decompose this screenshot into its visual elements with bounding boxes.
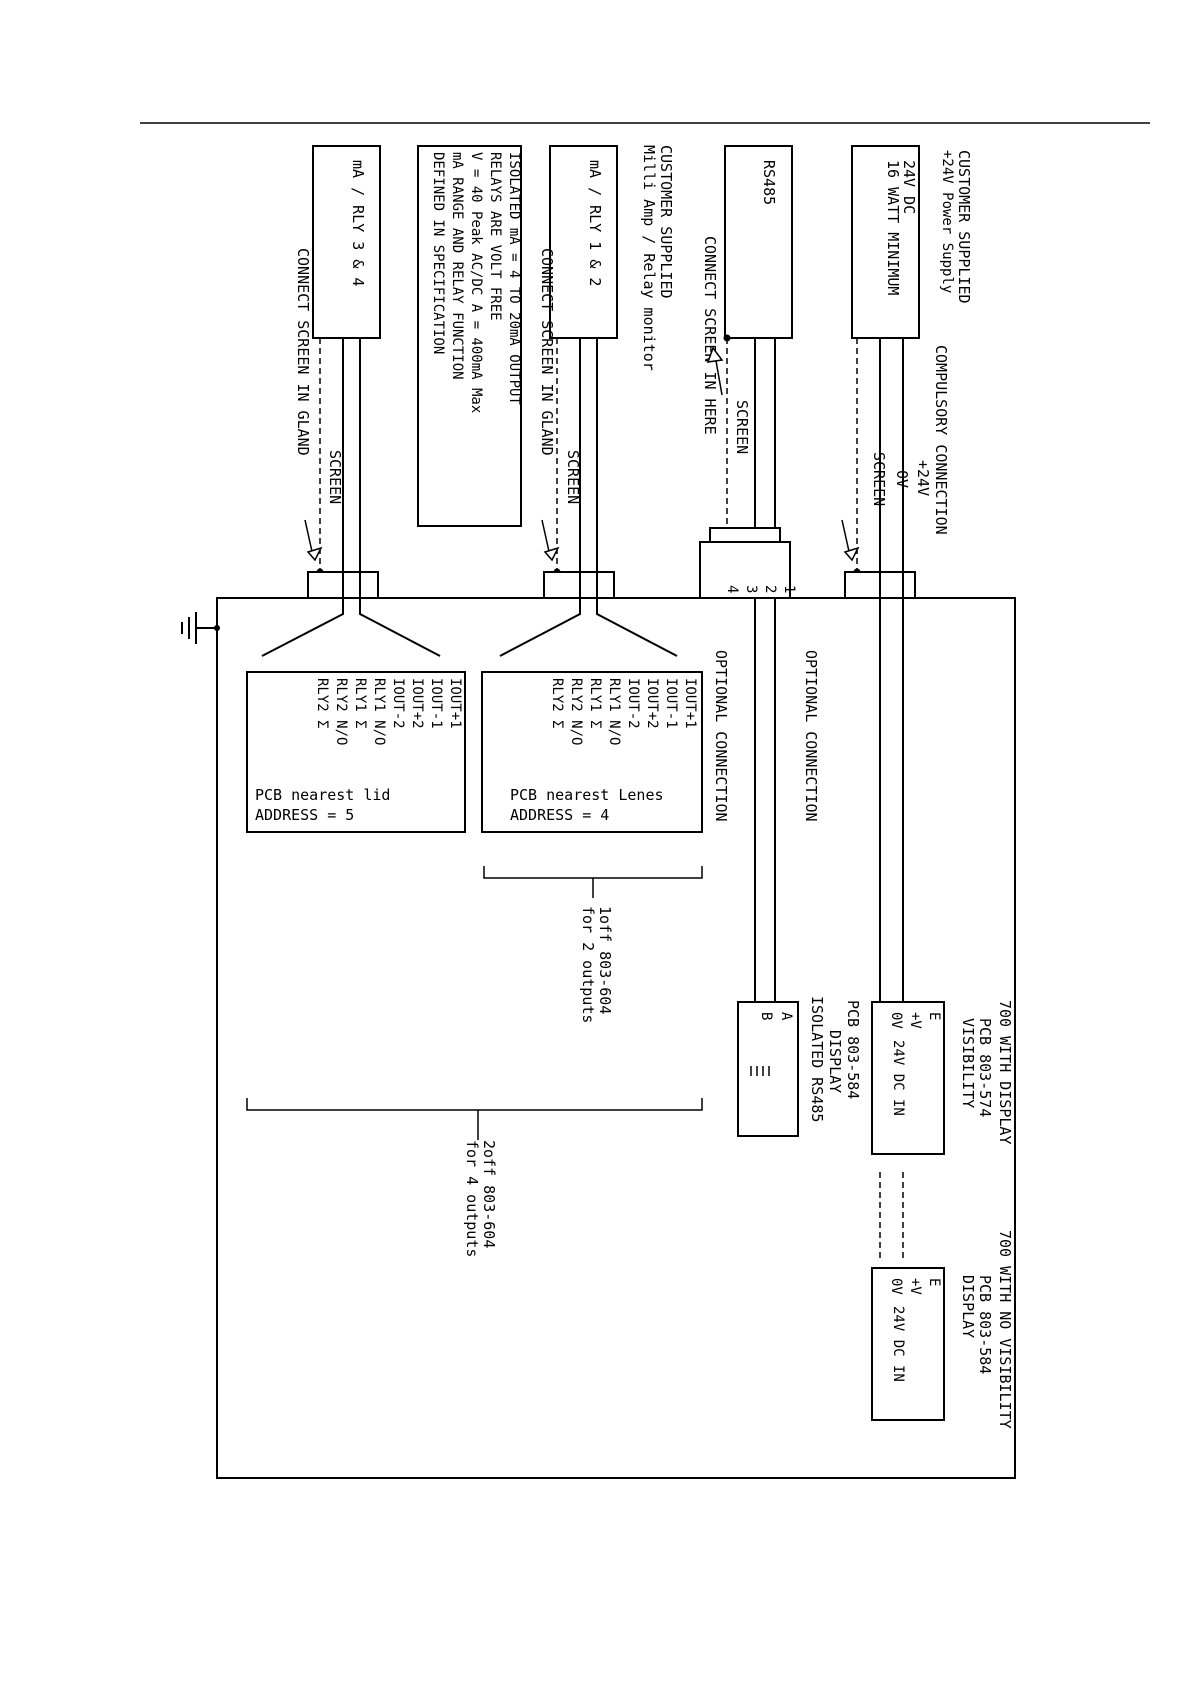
lenes-io-3: IOUT+2 [644, 678, 660, 729]
lid-io-7: RLY2 N/O [333, 678, 349, 745]
lid-io-4: IOUT-2 [390, 678, 406, 729]
rs485-box-label: RS485 [760, 160, 778, 205]
pcb584-display-box [737, 1001, 799, 1137]
zero-v-label: 0V [893, 470, 911, 488]
optional-connection-2: OPTIONAL CONNECTION [802, 650, 820, 822]
pcb584nv-dc-in: 24V DC IN [890, 1306, 906, 1382]
power-supply-box [851, 145, 920, 339]
monitor-subheading: Milli Amp / Relay monitor [640, 145, 658, 371]
isolated-note-line-4: mA RANGE AND RELAY FUNCTION [449, 152, 465, 380]
pcb574-e: E [926, 1012, 942, 1020]
pcb584nv-plus-v: +V [907, 1278, 923, 1295]
ma-rly-34-label: mA / RLY 3 & 4 [349, 160, 367, 286]
pcb574-plus-v: +V [907, 1012, 923, 1029]
no-visibility-heading: 700 WITH NO VISIBILITY [996, 1230, 1014, 1429]
pcb574-title-2: VISIBILITY [959, 1018, 977, 1108]
screen-12-label: SCREEN [564, 450, 582, 504]
monitor-customer-supplied: CUSTOMER SUPPLIED [657, 145, 675, 299]
screen-34-label: SCREEN [326, 450, 344, 504]
oneoff-line-2: for 2 outputs [579, 906, 597, 1023]
lid-io-8: RLY2 Σ [314, 678, 330, 729]
isolated-note-line-3: V = 40 Peak AC/DC A = 400mA Max [468, 152, 484, 413]
twooff-line-2: for 4 outputs [463, 1140, 481, 1257]
pcb584-title-2: DISPLAY [826, 1030, 844, 1093]
ma-rly-34-box [312, 145, 381, 339]
terminal-4: 4 [724, 585, 740, 593]
connect-screen-here: CONNECT SCREEN IN HERE [701, 236, 719, 435]
rs485-terminal-block [699, 541, 791, 599]
pcb574-dc-in: 24V DC IN [890, 1040, 906, 1116]
ground-icon [181, 612, 220, 644]
optional-connection-1: OPTIONAL CONNECTION [712, 650, 730, 822]
enclosure-outline [216, 597, 1016, 1479]
terminal-2: 2 [762, 585, 778, 593]
lid-io-1: IOUT+1 [447, 678, 463, 729]
pcb584nv-zero-v: 0V [888, 1278, 904, 1295]
pcb-nearest-lid-box [246, 671, 466, 833]
customer-supplied-heading: CUSTOMER SUPPLIED [955, 150, 973, 304]
with-display-heading: 700 WITH DISPLAY [996, 1000, 1014, 1145]
lid-io-2: IOUT-1 [428, 678, 444, 729]
pcb-lenes-name: PCB nearest Lenes [510, 786, 664, 804]
isolated-note-line-1: ISOLATED mA = 4 TO 20mA OUTPUT [506, 152, 522, 405]
lenes-io-5: RLY1 N/O [606, 678, 622, 745]
pcb-lid-address: ADDRESS = 5 [255, 806, 354, 824]
pcb584-a: A [778, 1012, 794, 1021]
compulsory-connection-label: COMPULSORY CONNECTION [932, 345, 950, 535]
terminal-1: 1 [781, 585, 797, 593]
pcb584-title-1: PCB 803-584 [844, 1000, 862, 1099]
lenes-io-1: IOUT+1 [682, 678, 698, 729]
pcb584-title-3: ISOLATED RS485 [808, 996, 826, 1122]
pcb574-zero-v: 0V [888, 1012, 904, 1029]
power-supply-wattage: 16 WATT MINIMUM [884, 160, 902, 295]
isolated-note-box [417, 145, 522, 527]
pcb584nv-e: E [926, 1278, 942, 1286]
power-screen-label: SCREEN [870, 452, 888, 506]
twooff-line-1: 2off 803-604 [480, 1140, 498, 1248]
lid-io-5: RLY1 N/O [371, 678, 387, 745]
connector-icon [750, 1066, 770, 1076]
lenes-io-6: RLY1 Σ [587, 678, 603, 729]
lenes-io-8: RLY2 Σ [549, 678, 565, 729]
connect-gland-2: CONNECT SCREEN IN GLAND [294, 248, 312, 456]
power-supply-subheading: +24V Power Supply [939, 150, 955, 293]
rs485-screen-label: SCREEN [733, 400, 751, 454]
oneoff-line-1: 1off 803-604 [596, 906, 614, 1014]
lid-io-3: IOUT+2 [409, 678, 425, 729]
pcb584nv-title-1: PCB 803-584 [976, 1275, 994, 1374]
pcb574-title-1: PCB 803-574 [976, 1018, 994, 1117]
pcb-nearest-lenes-box [481, 671, 703, 833]
lenes-io-4: IOUT-2 [625, 678, 641, 729]
isolated-note-line-5: DEFINED IN SPECIFICATION [430, 152, 446, 354]
lenes-io-7: RLY2 N/O [568, 678, 584, 745]
terminal-3: 3 [743, 585, 759, 593]
pcb584nv-box [871, 1267, 945, 1421]
plus24v-label: +24V [914, 460, 932, 496]
lenes-io-2: IOUT-1 [663, 678, 679, 729]
pcb-lenes-address: ADDRESS = 4 [510, 806, 609, 824]
rs485-box [724, 145, 793, 339]
ma-rly-12-box [549, 145, 618, 339]
ma-rly-12-label: mA / RLY 1 & 2 [586, 160, 604, 286]
pcb584nv-title-2: DISPLAY [959, 1275, 977, 1338]
isolated-note-line-2: RELAYS ARE VOLT FREE [487, 152, 503, 321]
pcb584-b: B [758, 1012, 774, 1020]
lid-io-6: RLY1 Σ [352, 678, 368, 729]
pcb574-box [871, 1001, 945, 1155]
power-supply-voltage: 24V DC [900, 160, 918, 214]
pcb-lid-name: PCB nearest lid [255, 786, 390, 804]
connect-gland-1: CONNECT SCREEN IN GLAND [538, 248, 556, 456]
